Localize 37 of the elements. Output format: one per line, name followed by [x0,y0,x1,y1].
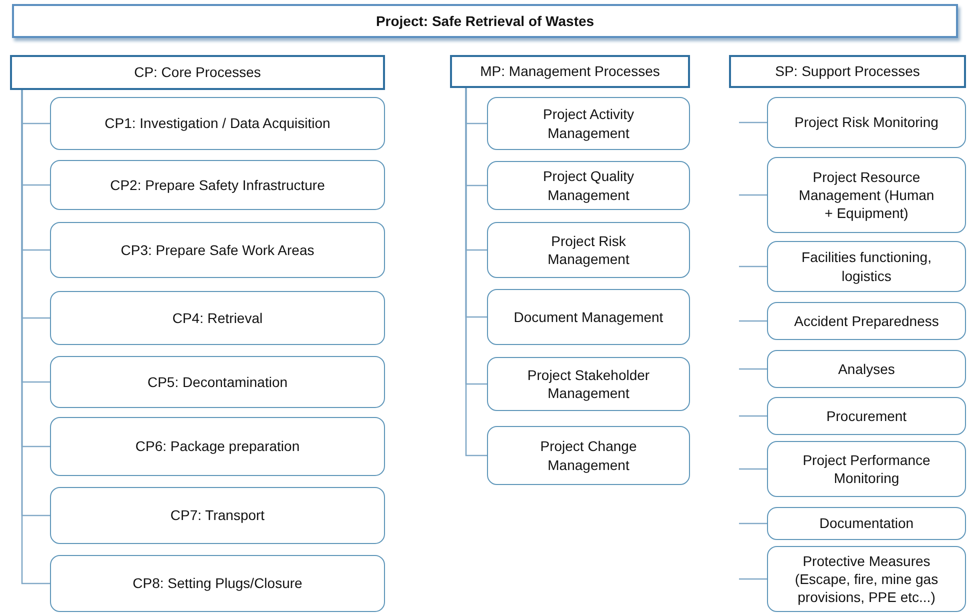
group-header: CP: Core Processes [10,55,385,90]
connector-line [739,320,767,322]
process-box: Facilities functioning, logistics [767,241,966,292]
process-box: Procurement [767,397,966,435]
connector-line [739,468,767,470]
process-box: Project Activity Management [487,97,690,150]
group-header: SP: Support Processes [729,55,966,88]
connector-line [739,266,767,268]
process-box: Accident Preparedness [767,302,966,340]
process-box: Document Management [487,289,690,345]
process-box: CP1: Investigation / Data Acquisition [50,97,385,150]
process-box: Documentation [767,507,966,540]
process-box: CP4: Retrieval [50,291,385,345]
process-box: Project Change Management [487,426,690,485]
process-box: Protective Measures (Escape, fire, mine gas provisions, PPE etc...) [767,546,966,612]
process-box: CP2: Prepare Safety Infrastructure [50,160,385,210]
connector-line [739,122,767,124]
process-box: CP8: Setting Plugs/Closure [50,555,385,612]
process-box: CP7: Transport [50,487,385,544]
process-box: Project Resource Management (Human + Equipment) [767,157,966,233]
connector-line [739,194,767,196]
process-box: Project Stakeholder Management [487,357,690,411]
process-box: Project Performance Monitoring [767,441,966,497]
process-box: CP5: Decontamination [50,356,385,408]
connector-line [739,578,767,580]
connector-line [739,368,767,370]
group-header: MP: Management Processes [450,55,690,88]
connector-line [739,415,767,417]
process-box: Project Risk Management [487,222,690,278]
title-banner: Project: Safe Retrieval of Wastes [12,4,958,38]
process-box: CP3: Prepare Safe Work Areas [50,222,385,278]
connector-line [739,522,767,524]
process-box: Project Risk Monitoring [767,97,966,148]
process-box: Project Quality Management [487,161,690,210]
process-box: Analyses [767,350,966,388]
connector-line [465,88,487,456]
process-box: CP6: Package preparation [50,417,385,476]
